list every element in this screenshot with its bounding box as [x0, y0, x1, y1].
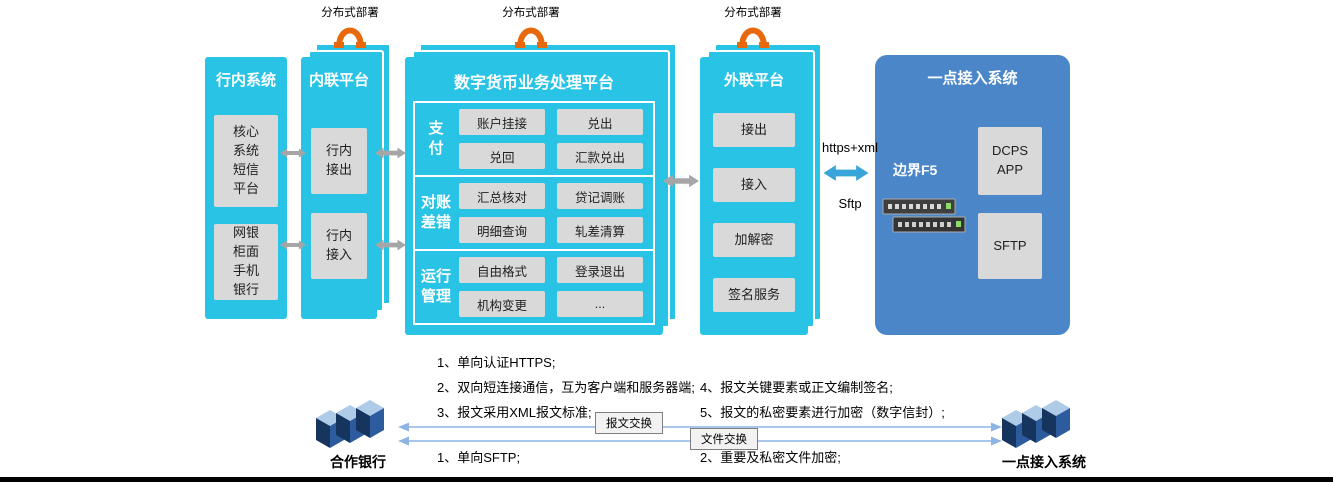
network-switch-icon	[882, 198, 966, 233]
stack-dcpp: 数字货币业务处理平台 支 付 账户挂接 兑出 兑回 汇款兑出 对账 差错 汇总核…	[405, 43, 677, 335]
dcpp-cell: 登录退出	[557, 257, 643, 283]
panel-inner-platform: 内联平台 行内 接出 行内 接入	[301, 57, 377, 319]
border-f5-label: 边界F5	[893, 162, 938, 178]
note-https-1: 1、单向认证HTTPS;	[437, 355, 556, 370]
bank-channels-box: 网银 柜面 手机 银行	[214, 224, 278, 300]
stack-inner-platform: 内联平台 行内 接出 行内 接入	[301, 43, 391, 319]
dcpp-row-reconciliation: 对账 差错 汇总核对 贷记调账 明细查询 轧差清算	[413, 175, 655, 251]
dcpp-cell: 轧差清算	[557, 217, 643, 243]
msg-exchange-arrow-icon	[398, 422, 1002, 432]
arrow-bank-inner-bottom-icon	[280, 240, 306, 250]
distributed-handle-icon	[334, 27, 366, 48]
outer-item-crypto: 加解密	[713, 223, 795, 257]
note-file-2: 2、重要及私密文件加密;	[700, 450, 841, 465]
dcpp-cell: 贷记调账	[557, 183, 643, 209]
access-system-title: 一点接入系统	[927, 70, 1018, 87]
arrow-dcpp-outer-icon	[663, 174, 699, 188]
dcpp-cell: 兑回	[459, 143, 545, 169]
dcpp-row-label: 支 付	[428, 119, 444, 157]
deploy-label: 分布式部署	[724, 7, 782, 19]
deploy-label: 分布式部署	[321, 7, 379, 19]
note-https-2: 2、双向短连接通信，互为客户端和服务器端;	[437, 380, 695, 395]
server-cluster-icon-right	[1002, 400, 1070, 448]
arrow-inner-dcpp-top-icon	[375, 147, 406, 159]
dcpp-cell: 汇总核对	[459, 183, 545, 209]
deploy-label: 分布式部署	[502, 7, 560, 19]
note-https-3: 3、报文采用XML报文标准;	[437, 405, 592, 420]
panel-access-system: 一点接入系统 边界F5 DCPS APP SFTP	[875, 55, 1070, 335]
outer-item-in: 接入	[713, 168, 795, 202]
outer-item-signature: 签名服务	[713, 278, 795, 312]
distributed-handle-icon	[515, 27, 547, 48]
stack-outer-platform: 外联平台 接出 接入 加解密 签名服务	[700, 43, 822, 335]
note-sign-4: 4、报文关键要素或正文编制签名;	[700, 380, 893, 395]
dcpp-row-label: 运行 管理	[420, 267, 451, 305]
dcpp-cell: 机构变更	[459, 291, 545, 317]
dcpp-row-label: 对账 差错	[420, 193, 451, 231]
dcpp-cell: 明细查询	[459, 217, 545, 243]
panel-bank-system: 行内系统 核心 系统 短信 平台 网银 柜面 手机 银行	[205, 57, 287, 319]
dcpp-title: 数字货币业务处理平台	[453, 75, 614, 92]
panel-outer-platform: 外联平台 接出 接入 加解密 签名服务	[700, 57, 808, 335]
note-sftp-1: 1、单向SFTP;	[437, 450, 521, 465]
inner-out-box: 行内 接出	[311, 128, 367, 194]
file-exchange-label: 文件交换	[690, 428, 758, 450]
note-sign-5: 5、报文的私密要素进行加密（数字信封）;	[700, 405, 945, 420]
distributed-handle-icon	[737, 27, 769, 48]
arrow-inner-dcpp-bottom-icon	[375, 239, 406, 251]
sftp-box: SFTP	[978, 213, 1042, 279]
dcpp-cell: 汇款兑出	[557, 143, 643, 169]
https-xml-label: https+xml	[822, 140, 878, 155]
dcps-app-box: DCPS APP	[978, 127, 1042, 195]
outer-item-out: 接出	[713, 113, 795, 147]
bottom-border-bar	[0, 477, 1333, 482]
dcpp-row-payment: 支 付 账户挂接 兑出 兑回 汇款兑出	[413, 101, 655, 177]
panel-dcpp: 数字货币业务处理平台 支 付 账户挂接 兑出 兑回 汇款兑出 对账 差错 汇总核…	[405, 57, 663, 335]
msg-exchange-label: 报文交换	[595, 412, 663, 434]
dcpp-table: 支 付 账户挂接 兑出 兑回 汇款兑出 对账 差错 汇总核对 贷记调账 明细查询…	[413, 101, 655, 325]
dcpp-row-operations: 运行 管理 自由格式 登录退出 机构变更 ...	[413, 249, 655, 325]
dcpp-cell: 兑出	[557, 109, 643, 135]
inner-in-box: 行内 接入	[311, 213, 367, 279]
sftp-protocol-label: Sftp	[838, 196, 862, 211]
inner-platform-title: 内联平台	[308, 72, 369, 89]
outer-platform-title: 外联平台	[723, 72, 784, 89]
arrow-bank-inner-top-icon	[280, 148, 306, 158]
bank-core-sms-box: 核心 系统 短信 平台	[214, 115, 278, 207]
coop-bank-label: 合作银行	[330, 454, 386, 470]
server-cluster-icon-left	[316, 400, 384, 448]
arrow-outer-access-icon	[823, 165, 869, 181]
dcpp-cell: 自由格式	[459, 257, 545, 283]
bank-system-title: 行内系统	[215, 72, 276, 89]
dcpp-cell: 账户挂接	[459, 109, 545, 135]
access-system-bottom-label: 一点接入系统	[1002, 454, 1086, 470]
dcpp-cell: ...	[557, 291, 643, 317]
